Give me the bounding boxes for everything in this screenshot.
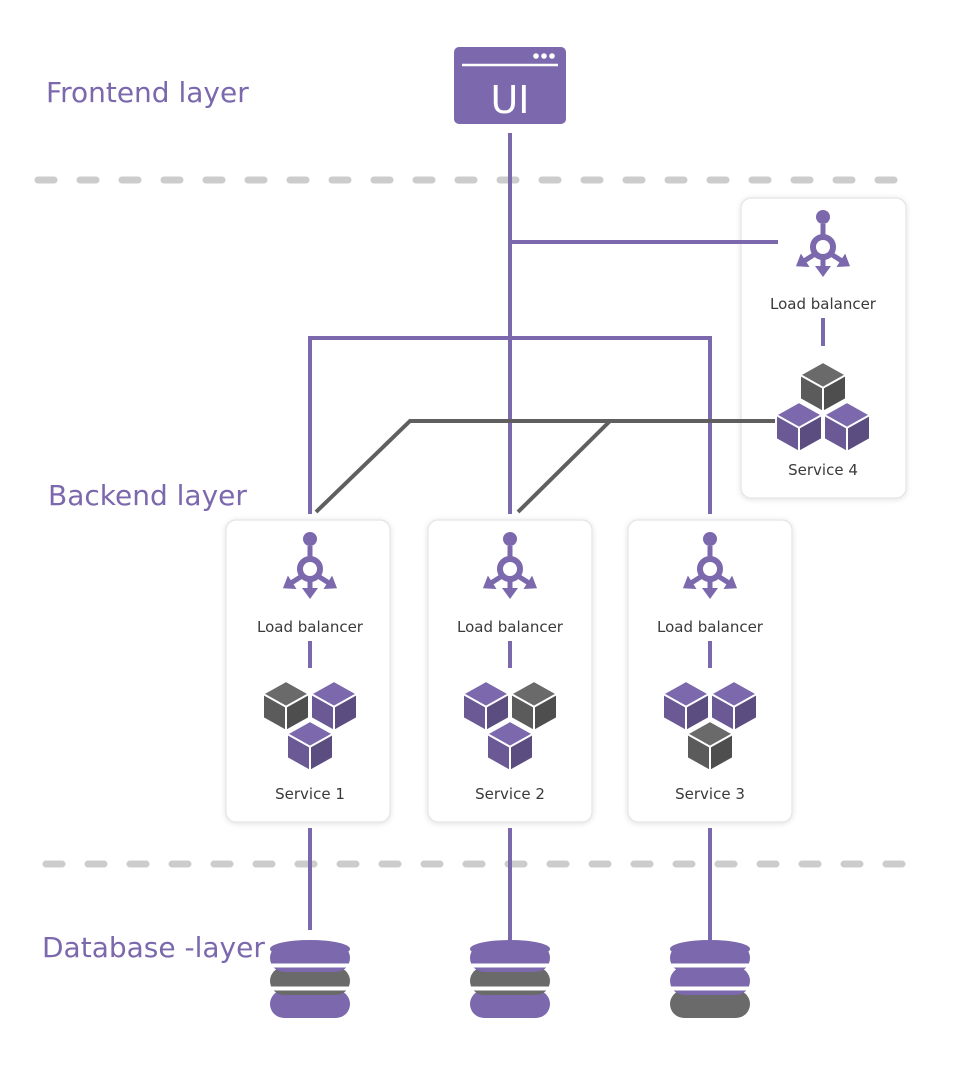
load-balancer-icon: [795, 210, 851, 277]
database-1-icon: [270, 940, 350, 1018]
load-balancer-label: Load balancer: [457, 618, 564, 636]
cube-front: [486, 719, 534, 773]
database-2-icon: [470, 940, 550, 1018]
cube-bottom-left: [775, 400, 823, 454]
frontend-layer-label: Frontend layer: [46, 76, 249, 109]
service-3-label: Service 3: [675, 785, 745, 803]
service-1-card: [225, 519, 391, 823]
cube-back-right: [310, 679, 358, 733]
cube-back-left: [462, 679, 510, 733]
cube-cluster-icon: [462, 679, 558, 773]
ui-block: UI: [454, 47, 566, 124]
backend-bus-line: [308, 336, 712, 514]
cube-cluster-icon: [662, 679, 758, 773]
cube-top: [799, 360, 847, 414]
service2-to-service4-line: [516, 419, 612, 514]
database-layer-label: Database -layer: [42, 931, 265, 964]
load-balancer-icon: [682, 532, 738, 599]
load-balancer-icon: [482, 532, 538, 599]
purple-connectors: [308, 133, 778, 942]
cube-back-left: [662, 679, 710, 733]
cube-front: [686, 719, 734, 773]
load-balancer-label: Load balancer: [657, 618, 764, 636]
cube-cluster-icon: [262, 679, 358, 773]
service-3-card: [627, 519, 793, 823]
service-4-label: Service 4: [788, 461, 858, 479]
service1-to-service4-line: [314, 419, 778, 514]
service-1-label: Service 1: [275, 785, 345, 803]
load-balancer-icon: [282, 532, 338, 599]
service-2-label: Service 2: [475, 785, 545, 803]
cube-back-right: [510, 679, 558, 733]
cube-cluster-icon: [775, 360, 871, 454]
backend-layer-label: Backend layer: [48, 479, 247, 512]
load-balancer-label: Load balancer: [770, 295, 877, 313]
service-2-card: [427, 519, 593, 823]
cube-back-left: [262, 679, 310, 733]
gray-connectors: [314, 419, 778, 514]
cube-bottom-right: [823, 400, 871, 454]
load-balancer-label: Load balancer: [257, 618, 364, 636]
cube-back-right: [710, 679, 758, 733]
ui-label: UI: [490, 78, 529, 122]
database-3-icon: [670, 940, 750, 1018]
cube-front: [286, 719, 334, 773]
